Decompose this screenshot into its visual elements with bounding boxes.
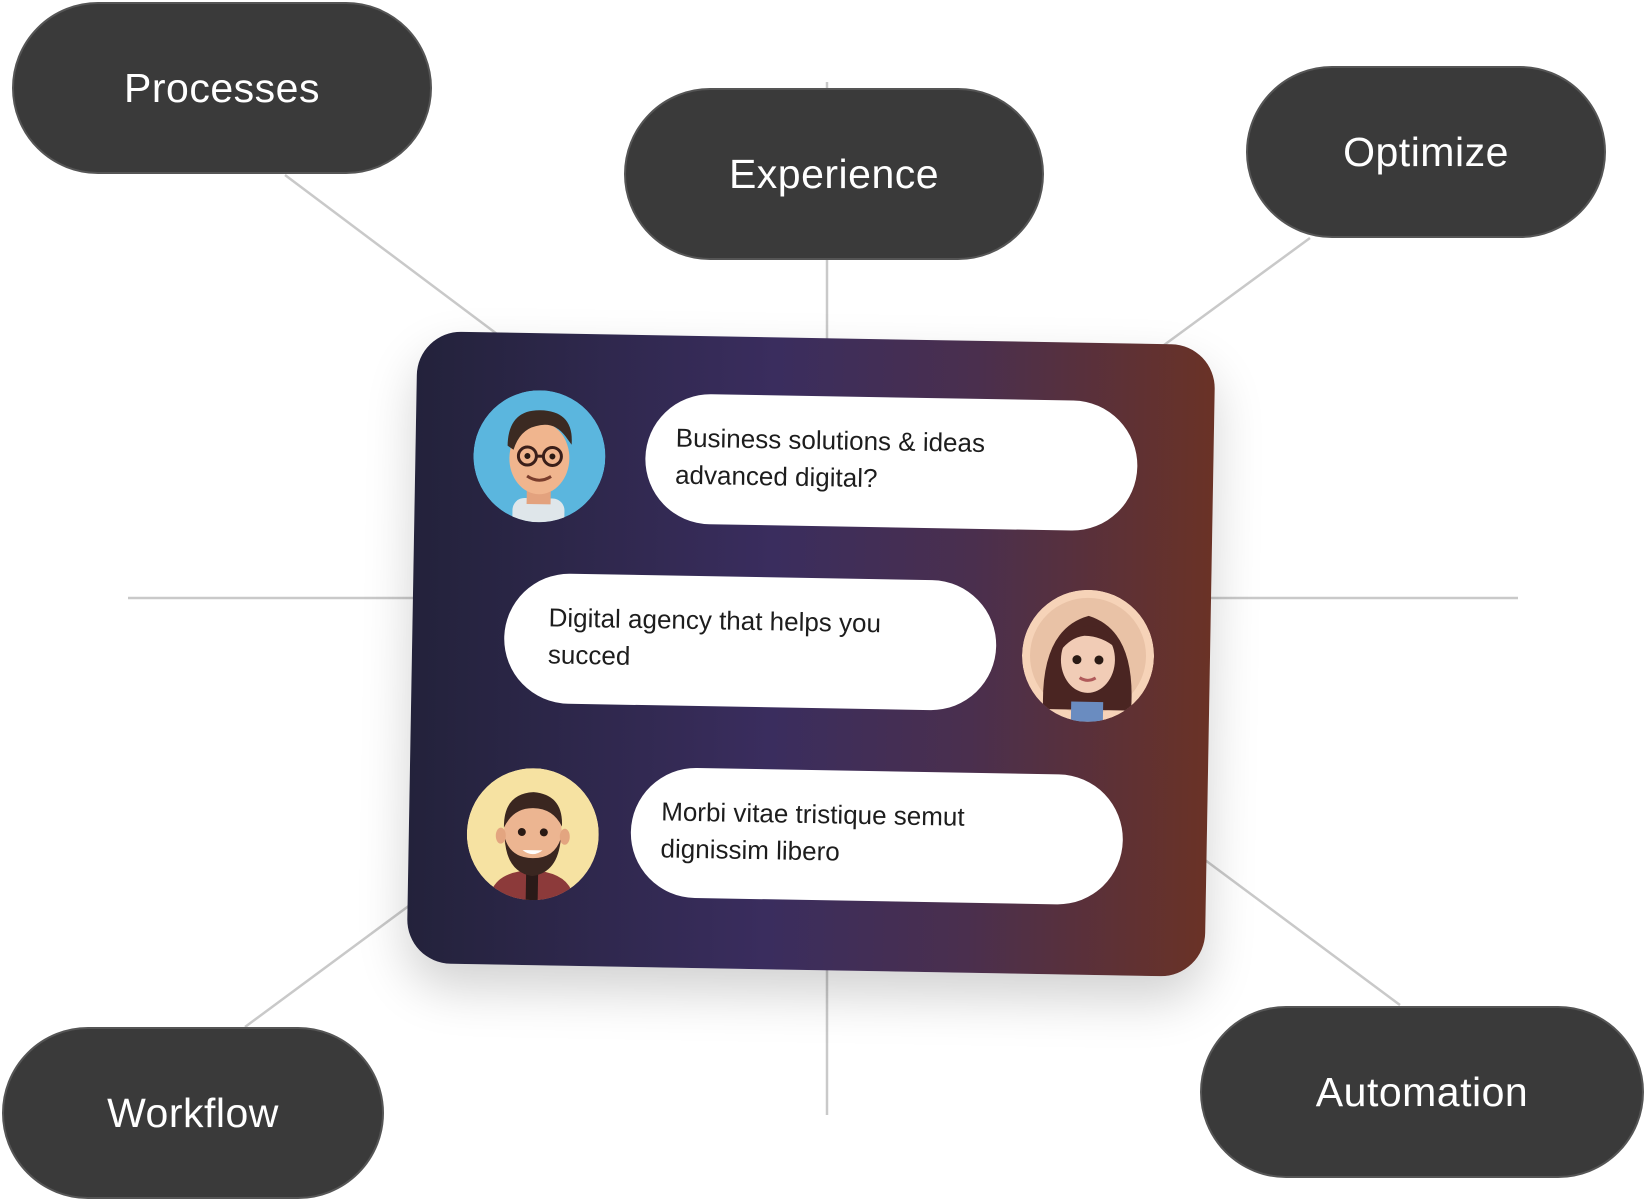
- chat-card: Business solutions & ideas advanced digi…: [406, 331, 1216, 977]
- connector-workflow: [244, 903, 411, 1029]
- connector-processes: [284, 174, 506, 341]
- woman-avatar: [1021, 589, 1155, 723]
- node-processes: Processes: [12, 2, 432, 174]
- man-glasses-avatar: [472, 389, 606, 524]
- bearded-man-avatar: [466, 767, 600, 901]
- chat-bubble-3: Morbi vitae tristique semut dignissim li…: [629, 766, 1124, 906]
- chat-bubble-2: Digital agency that helps you succed: [503, 572, 998, 712]
- chat-bubble-2-line-2: succed: [547, 639, 631, 671]
- node-experience: Experience: [624, 88, 1044, 260]
- connector-optimize: [1159, 236, 1311, 350]
- chat-bubble-3-line-2: dignissim libero: [660, 833, 841, 867]
- node-optimize: Optimize: [1246, 66, 1606, 238]
- chat-bubble-1: Business solutions & ideas advanced digi…: [644, 393, 1139, 532]
- connector-automation: [1204, 858, 1401, 1007]
- node-automation: Automation: [1200, 1006, 1644, 1178]
- node-workflow: Workflow: [2, 1027, 384, 1199]
- chat-bubble-1-line-2: advanced digital?: [674, 459, 878, 494]
